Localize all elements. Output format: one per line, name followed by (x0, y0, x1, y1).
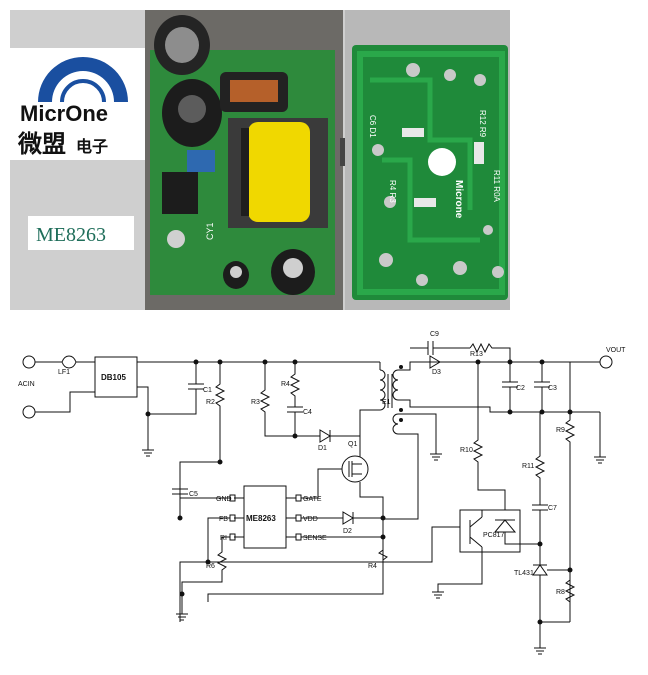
label-c5: C5 (189, 491, 198, 498)
c9-capacitor (410, 341, 470, 355)
label-c9: C9 (430, 331, 439, 338)
logo-suffix-cn: 电子 (76, 137, 108, 156)
c1-capacitor (147, 362, 204, 450)
label-r3: R3 (251, 399, 260, 406)
transformer-primary (379, 369, 386, 411)
label-d2: D2 (343, 528, 352, 535)
c3-capacitor (534, 362, 550, 412)
label-r2: R2 (206, 399, 215, 406)
label-pin-vdd: VDD (303, 516, 318, 523)
svg-text:R11 R0A: R11 R0A (492, 170, 501, 203)
schematic: ACIN LF1 DB105 C1 R2 R3 R4 C4 D1 Q1 E1 C… (18, 331, 626, 655)
db105-bridge (94, 356, 138, 398)
c4-capacitor (287, 406, 303, 436)
label-r4-bottom: R4 (368, 563, 377, 570)
acin-terminal-top (22, 355, 36, 369)
label-pin-sense: SENSE (303, 535, 327, 542)
svg-text:R12 R9: R12 R9 (478, 110, 487, 138)
d3-diode (429, 355, 441, 369)
label-ic: ME8263 (246, 514, 276, 523)
logo-text-cn: 微盟 (17, 130, 66, 158)
pc817-optocoupler (459, 509, 521, 553)
aux-winding (392, 413, 399, 435)
r8-resistor (564, 570, 576, 612)
r11-resistor (534, 412, 546, 505)
r4-bottom-resistor (301, 536, 388, 561)
label-opto: PC817 (483, 532, 505, 539)
svg-text:Microne: Microne (453, 180, 464, 219)
lf1-fuse (61, 355, 77, 369)
svg-text:R4 R3: R4 R3 (388, 180, 397, 203)
label-r10: R10 (460, 447, 473, 454)
label-c4: C4 (303, 409, 312, 416)
logo-text: MicrOne (20, 101, 108, 126)
transformer-secondary (392, 369, 399, 401)
label-pin-gate: GATE (303, 496, 322, 503)
r6-resistor (181, 536, 230, 614)
r2-resistor (214, 362, 226, 462)
label-r9: R9 (556, 427, 565, 434)
label-vout: VOUT (606, 347, 626, 354)
c2-capacitor (502, 362, 518, 412)
label-r6: R6 (206, 563, 215, 570)
label-c2: C2 (516, 385, 525, 392)
r4-top-resistor (289, 362, 301, 407)
ic-me8263 (243, 485, 287, 549)
photo-panel: MicrOne 微盟 电子 ME8263 (10, 10, 510, 310)
d2-diode (301, 511, 383, 525)
vout-terminal (599, 355, 613, 369)
ground-symbol (142, 449, 154, 457)
svg-text:CY1: CY1 (205, 222, 215, 240)
transformer-core (387, 374, 393, 408)
label-lf1: LF1 (58, 369, 70, 376)
label-d1: D1 (318, 445, 327, 452)
microne-logo: MicrOne 微盟 电子 (17, 57, 128, 158)
c5-capacitor (172, 488, 188, 495)
label-r11: R11 (522, 463, 534, 470)
r13-resistor (469, 342, 511, 362)
d1-diode (315, 429, 360, 443)
c7-capacitor (532, 504, 548, 544)
label-pin-fb: FB (219, 516, 228, 523)
part-label: ME8263 (36, 224, 106, 246)
label-tl431: TL431 (514, 570, 534, 577)
label-e1: E1 (382, 399, 391, 406)
board-top-photo: CY1 (145, 10, 352, 310)
label-r13: R13 (470, 351, 483, 358)
label-r4-top: R4 (281, 381, 290, 388)
part-label-box (28, 216, 134, 250)
r9-resistor (564, 362, 576, 622)
label-c7: C7 (548, 505, 557, 512)
board-photo: MicrOne 微盟 电子 ME8263 (10, 10, 510, 310)
board-bottom-photo: Microne C6 D1 R12 R9 R11 R0A R4 R3 (345, 10, 510, 310)
label-c1: C1 (203, 387, 212, 394)
label-c3: C3 (548, 385, 557, 392)
r3-resistor (259, 362, 315, 437)
label-acin: ACIN (18, 381, 35, 388)
label-d3: D3 (432, 369, 441, 376)
label-r8: R8 (556, 589, 565, 596)
acin-terminal-bottom (22, 405, 36, 419)
tl431-regulator (532, 544, 570, 623)
label-pin-gnd: GND (216, 496, 232, 503)
r10-resistor (472, 362, 506, 510)
label-q1: Q1 (348, 441, 357, 448)
svg-text:C6 D1: C6 D1 (368, 115, 377, 138)
label-db105: DB105 (101, 373, 126, 382)
label-pin-ri: RI (220, 535, 227, 542)
q1-mosfet (341, 455, 369, 483)
